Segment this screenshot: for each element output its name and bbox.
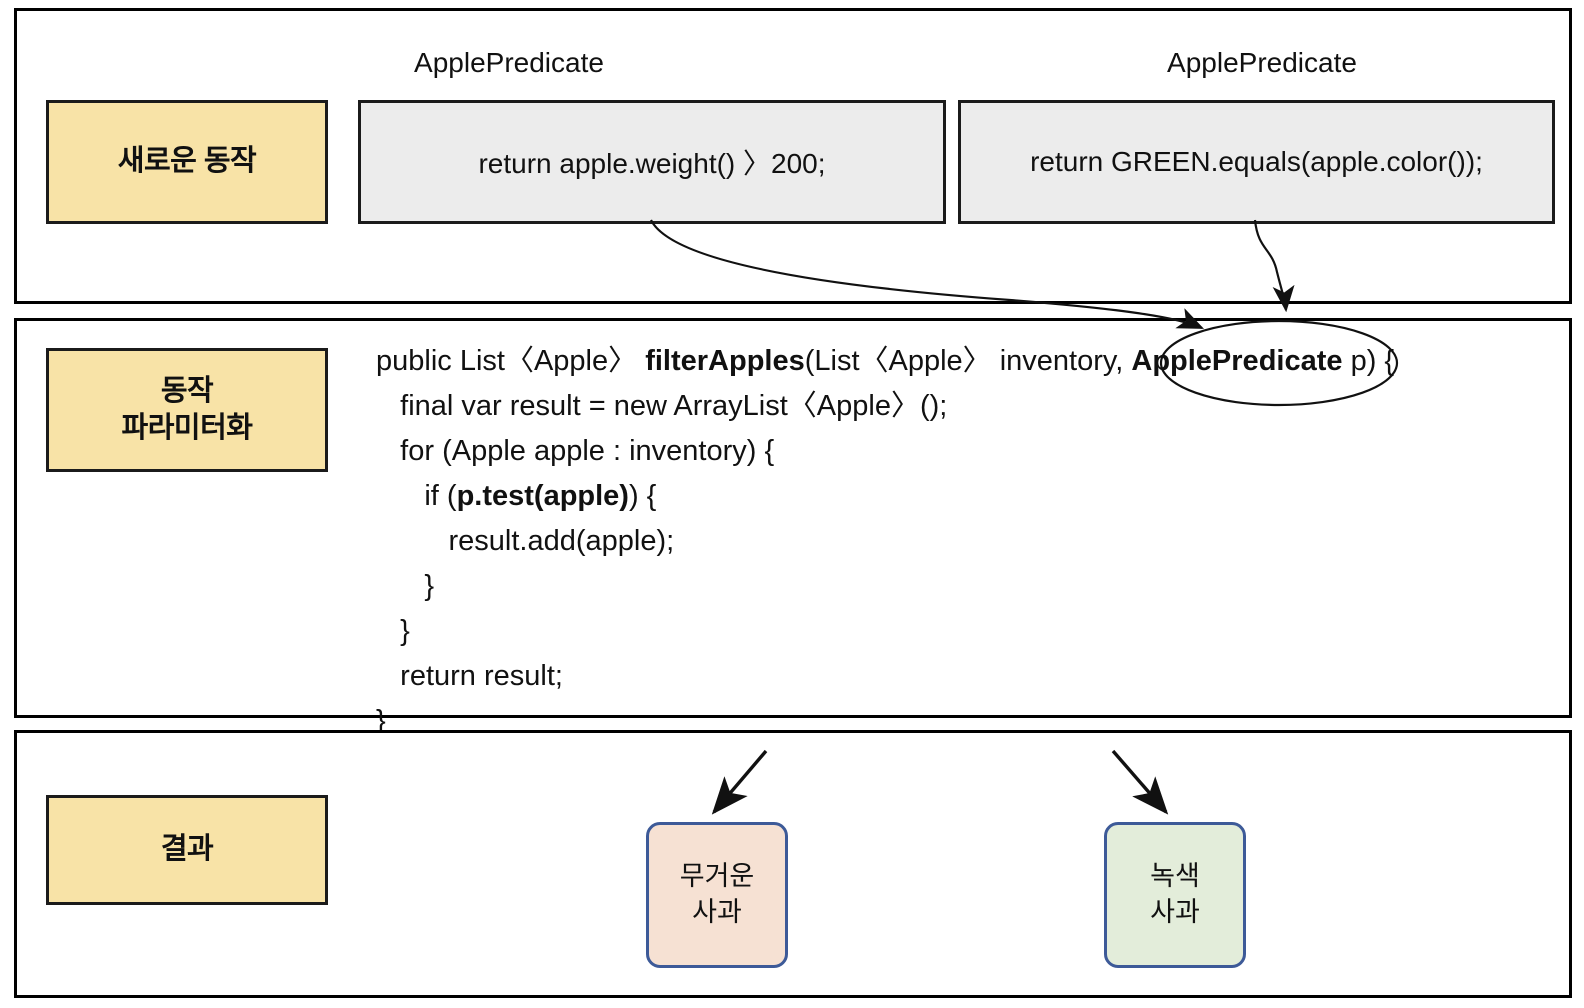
code-weight-predicate-text: return apple.weight() 〉200; bbox=[478, 148, 826, 179]
code-line-7: } bbox=[376, 615, 410, 647]
result-green-apple-line2: 사과 bbox=[1150, 897, 1200, 927]
panel-result: 결과 무거운 사과 녹색 사과 bbox=[14, 730, 1572, 998]
code-line-4-part-a: if ( bbox=[376, 480, 457, 512]
panel-parameterize: 동작 파라미터화 public List〈Apple〉 filterApples… bbox=[14, 318, 1572, 737]
code-color-predicate-text: return GREEN.equals(apple.color()); bbox=[1030, 146, 1483, 177]
result-box-heavy-apple: 무거운 사과 bbox=[646, 822, 788, 968]
code-line-8: return result; bbox=[376, 660, 563, 692]
method-source-code: public List〈Apple〉 filterApples(List〈App… bbox=[376, 339, 1394, 744]
code-predicate-call: p.test(apple) bbox=[456, 480, 629, 512]
label-new-behavior: 새로운 동작 bbox=[46, 100, 328, 224]
code-line-3: for (Apple apple : inventory) { bbox=[376, 435, 775, 467]
result-heavy-apple-line1: 무거운 bbox=[679, 861, 755, 892]
code-line-2: final var result = new ArrayList〈Apple〉(… bbox=[376, 390, 948, 422]
label-result: 결과 bbox=[46, 795, 328, 905]
result-heavy-apple-line2: 사과 bbox=[692, 897, 742, 927]
label-parameterize: 동작 파라미터화 bbox=[46, 348, 328, 472]
label-parameterize-line1: 동작 bbox=[160, 374, 214, 407]
code-line-9: } bbox=[376, 705, 386, 737]
code-line-6: } bbox=[376, 570, 435, 602]
code-box-color-predicate: return GREEN.equals(apple.color()); bbox=[958, 100, 1555, 224]
panel-new-behavior: ApplePredicate ApplePredicate 새로운 동작 ret… bbox=[14, 8, 1572, 304]
code-method-name: filterApples bbox=[645, 345, 805, 377]
caption-apple-predicate-left: ApplePredicate bbox=[414, 47, 604, 78]
label-parameterize-line2: 파라미터화 bbox=[121, 412, 253, 444]
code-line-5: result.add(apple); bbox=[376, 525, 675, 557]
code-highlighted-type: ApplePredicate bbox=[1131, 345, 1343, 377]
code-box-weight-predicate: return apple.weight() 〉200; bbox=[358, 100, 946, 224]
result-box-green-apple: 녹색 사과 bbox=[1104, 822, 1246, 968]
code-line-1-part-c: (List〈Apple〉 inventory, bbox=[804, 345, 1132, 377]
code-line-1-part-e: p) { bbox=[1342, 345, 1395, 377]
result-green-apple-line1: 녹색 bbox=[1150, 861, 1200, 892]
code-line-1-part-a: public List〈Apple〉 bbox=[376, 345, 646, 377]
label-result-text: 결과 bbox=[160, 833, 214, 866]
label-new-behavior-text: 새로운 동작 bbox=[117, 145, 257, 178]
code-line-4-part-c: ) { bbox=[628, 480, 657, 512]
caption-apple-predicate-right: ApplePredicate bbox=[1167, 47, 1357, 78]
